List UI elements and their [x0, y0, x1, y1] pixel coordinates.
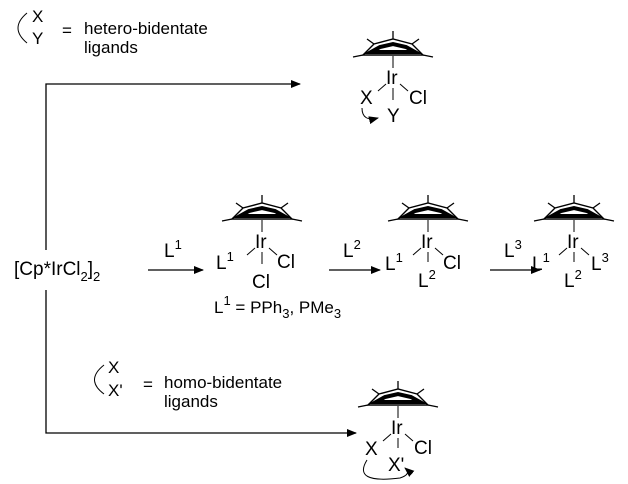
step-l2-label: L2: [343, 237, 361, 262]
complex-2: Ir Cl L1 L2: [385, 193, 470, 292]
legend-bottom-eq: =: [143, 375, 153, 394]
ligand-l1: L1: [385, 250, 403, 275]
ligand-l1: L1: [532, 250, 550, 275]
legend-top-y: Y: [32, 29, 43, 48]
legend-top-x: X: [32, 7, 43, 26]
step-arrow-l2: L2: [329, 237, 381, 274]
precursor-sub2: 2: [93, 269, 100, 284]
chelate-arc-bottom-product: [362, 459, 415, 480]
legend-top-eq: =: [62, 21, 72, 40]
atom-cl-bottom: Cl: [252, 272, 270, 293]
step-arrow-l3: L3: [490, 237, 541, 274]
precursor-open: [Cp*IrCl: [14, 259, 81, 280]
atom-cl: Cl: [414, 438, 432, 459]
chelate-arc-top-product: [361, 107, 379, 125]
precursor-sub1: 2: [81, 269, 88, 284]
legend-bottom-xp: X': [108, 381, 123, 400]
complex-top: Ir Cl X Y: [351, 29, 435, 127]
complex-1: Ir Cl L1 Cl: [216, 193, 304, 293]
atom-xp: X': [388, 455, 404, 476]
atom-cl: Cl: [277, 252, 295, 273]
branch-lines: [45, 80, 357, 437]
atom-x: X: [360, 88, 373, 109]
metal-label: Ir: [386, 68, 398, 89]
legend-bottom-x: X: [108, 358, 119, 377]
step-l3-label: L3: [504, 237, 522, 262]
ligand-l2: L2: [564, 267, 582, 292]
precursor-close: ]: [88, 259, 93, 280]
metal-label: Ir: [391, 418, 403, 439]
metal-label: Ir: [567, 232, 579, 253]
metal-label: Ir: [255, 232, 267, 253]
ligand-condition: L1 = PPh3, PMe3: [214, 293, 341, 321]
complex-bottom: Ir Cl X X': [356, 379, 440, 480]
atom-x: X: [365, 439, 378, 460]
complex-3: Ir L3 L1 L2: [532, 193, 616, 292]
ligand-l1: L1: [216, 249, 234, 274]
chelate-arc-top: [17, 12, 28, 44]
legend-bottom-line1: homo-bidentate: [164, 373, 282, 392]
hetero-bidentate-legend: X Y = hetero-bidentate ligands: [17, 7, 208, 57]
step-l1-label: L1: [164, 237, 182, 262]
atom-y: Y: [387, 106, 400, 127]
homo-bidentate-legend: X X' = homo-bidentate ligands: [94, 358, 282, 411]
legend-top-line2: ligands: [84, 38, 138, 57]
chelate-arc-bottom: [94, 364, 105, 395]
legend-bottom-line2: ligands: [164, 392, 218, 411]
metal-label: Ir: [421, 232, 433, 253]
atom-cl: Cl: [443, 253, 461, 274]
ligand-l3: L3: [591, 250, 609, 275]
ligand-l2: L2: [418, 267, 436, 292]
step-arrow-l1: L1: [148, 237, 204, 274]
atom-cl: Cl: [409, 88, 427, 109]
legend-top-line1: hetero-bidentate: [84, 19, 208, 38]
precursor-label: [Cp*IrCl2]2: [14, 259, 100, 284]
